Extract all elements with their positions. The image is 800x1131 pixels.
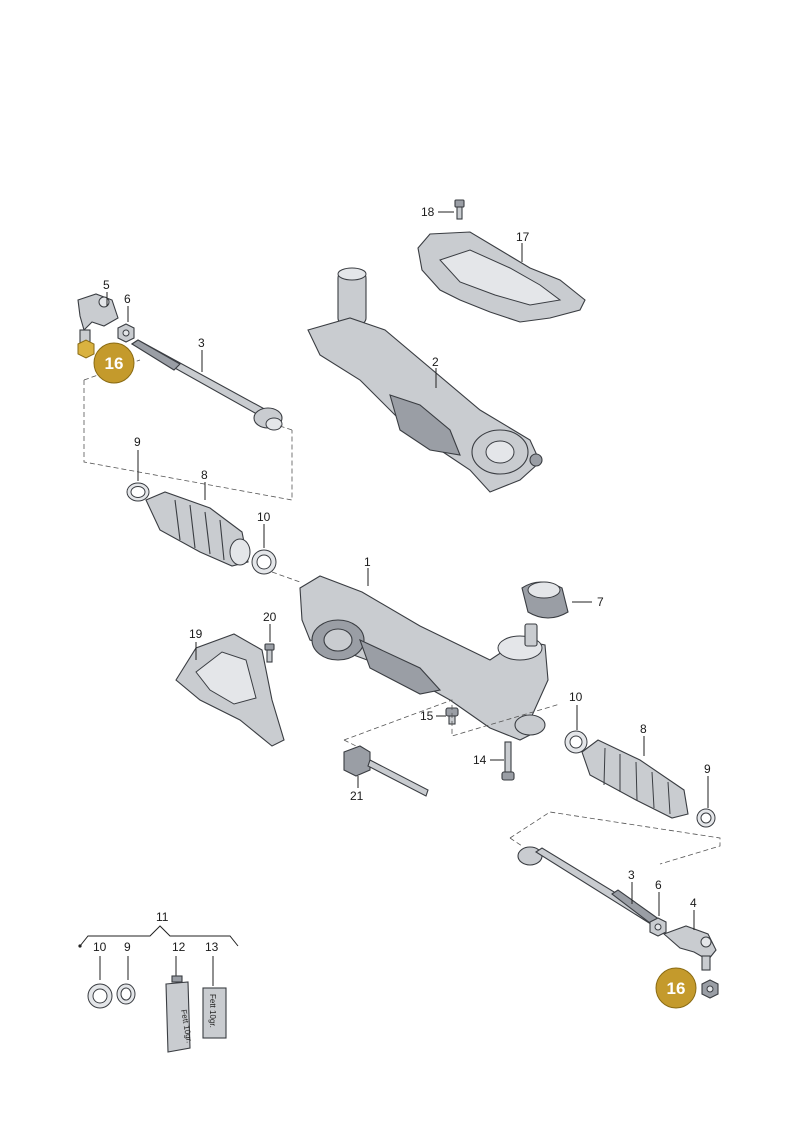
label-9-bottom: 9 (704, 762, 711, 776)
clamp-10-bottom (564, 730, 588, 754)
label-6-top: 6 (124, 292, 131, 306)
label-10-bottom: 10 (569, 690, 583, 704)
nut-16-bottom (701, 979, 719, 999)
clamp-10-top (251, 549, 277, 575)
label-19: 19 (189, 627, 203, 641)
clamp-10-kit (87, 983, 113, 1009)
clamp-9-kit (116, 983, 136, 1005)
heat-shield-17 (417, 231, 586, 323)
label-2: 2 (432, 355, 439, 369)
label-15: 15 (420, 709, 434, 723)
svg-text:16: 16 (667, 979, 686, 998)
label-7: 7 (597, 595, 604, 609)
tie-rod-end-5 (77, 293, 119, 345)
tie-rod-3-top (130, 339, 283, 431)
label-9-kit: 9 (124, 940, 131, 954)
locknut-6-top (117, 323, 135, 343)
label-6-bottom: 6 (655, 878, 662, 892)
steering-gear-1 (299, 575, 549, 741)
label-8-bottom: 8 (640, 722, 647, 736)
label-3-bottom: 3 (628, 868, 635, 882)
label-11: 11 (156, 910, 169, 924)
clamp-9-bottom (696, 808, 716, 828)
label-13: 13 (205, 940, 219, 954)
label-4: 4 (690, 896, 697, 910)
mount-7 (521, 581, 569, 619)
bolt-20 (264, 643, 275, 663)
tie-rod-end-4 (662, 925, 717, 971)
label-18: 18 (421, 205, 435, 219)
label-10-kit: 10 (93, 940, 107, 954)
steering-rack-2 (307, 267, 543, 493)
label-1: 1 (364, 555, 371, 569)
locknut-6-bottom (649, 917, 667, 937)
clamp-9-top (126, 482, 150, 502)
label-14: 14 (473, 753, 487, 767)
boot-8-top (145, 491, 251, 567)
label-17: 17 (516, 230, 530, 244)
label-21: 21 (350, 789, 364, 803)
badge-16-bottom: 16 (655, 967, 697, 1009)
boot-8-bottom (581, 739, 689, 819)
badge-16-top: 16 (93, 342, 135, 384)
label-9-top: 9 (134, 435, 141, 449)
nut-16-top (77, 339, 95, 359)
tie-rod-3-bottom (517, 846, 661, 927)
grease-tube-12: Fett 10gr. (165, 975, 194, 1053)
label-10-top: 10 (257, 510, 271, 524)
svg-text:Fett 10gr.: Fett 10gr. (208, 994, 217, 1028)
label-20: 20 (263, 610, 277, 624)
label-5: 5 (103, 278, 110, 292)
bolt-14 (501, 741, 515, 781)
sensor-21 (343, 745, 429, 797)
label-3-top: 3 (198, 336, 205, 350)
label-12: 12 (172, 940, 186, 954)
heat-shield-19 (175, 633, 285, 747)
svg-text:16: 16 (105, 354, 124, 373)
grease-box-13: Fett 10gr. (202, 987, 227, 1039)
bolt-18 (454, 199, 465, 220)
label-8-top: 8 (201, 468, 208, 482)
